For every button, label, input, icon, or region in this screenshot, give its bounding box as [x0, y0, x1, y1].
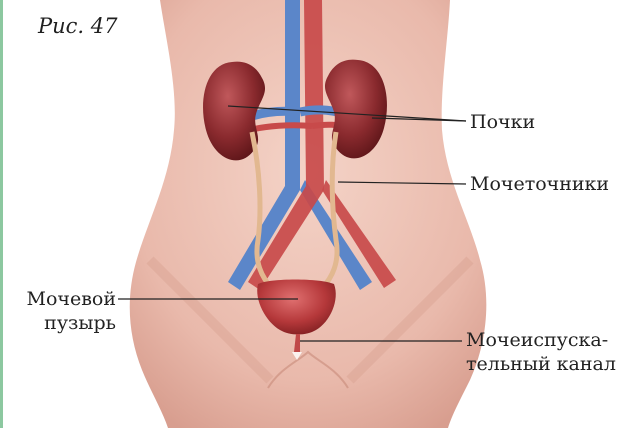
label-ureters: Мочеточники: [470, 172, 609, 196]
label-kidneys: Почки: [470, 110, 535, 134]
label-urethra-line2: тельный канал: [466, 352, 616, 376]
label-bladder: Мочевой пузырь: [8, 287, 116, 335]
label-urethra-line1: Мочеиспуска-: [466, 328, 616, 352]
figure-caption: Рис. 47: [38, 14, 118, 38]
label-urethra: Мочеиспуска- тельный канал: [466, 328, 616, 376]
label-bladder-line1: Мочевой: [8, 287, 116, 311]
label-bladder-line2: пузырь: [8, 311, 116, 335]
